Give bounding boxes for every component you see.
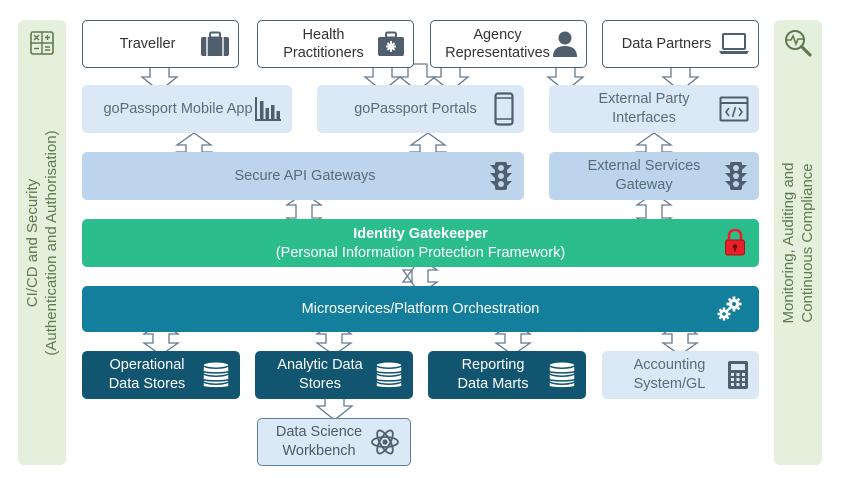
- bar-chart-icon: [255, 97, 281, 121]
- medical-kit-icon: [378, 31, 404, 56]
- external-services-gateway[interactable]: External Services Gateway: [549, 152, 759, 200]
- operational-data-stores[interactable]: Operational Data Stores: [82, 351, 240, 399]
- channel-mobile-app[interactable]: goPassport Mobile App: [82, 85, 292, 133]
- calculator-icon: [728, 361, 748, 389]
- database-icon: [375, 361, 403, 389]
- padlock-icon: [725, 228, 745, 256]
- reporting-data-marts[interactable]: Reporting Data Marts: [428, 351, 586, 399]
- identity-gatekeeper[interactable]: Identity Gatekeeper (Personal Informatio…: [82, 219, 759, 267]
- magnifier-pulse-icon: [785, 30, 812, 57]
- left-panel: CI/CD and Security (Authentication and A…: [18, 20, 66, 465]
- laptop-icon: [719, 33, 749, 54]
- smartphone-icon: [494, 92, 514, 126]
- health-label: Health Practitioners: [283, 27, 364, 61]
- accounting-system[interactable]: Accounting System/GL: [602, 351, 759, 399]
- agency-label: Agency Representatives: [445, 27, 550, 61]
- arrow-health-down-right: [398, 63, 437, 92]
- database-icon: [202, 361, 230, 389]
- traffic-light-icon: [725, 162, 747, 190]
- code-window-icon: [719, 96, 749, 122]
- user-data-partners[interactable]: Data Partners: [602, 20, 759, 68]
- right-panel: Monitoring, Auditing and Continuous Comp…: [774, 20, 822, 465]
- channel-portals[interactable]: goPassport Portals: [317, 85, 524, 133]
- analytic-data-stores[interactable]: Analytic Data Stores: [255, 351, 413, 399]
- data-science-workbench[interactable]: Data Science Workbench: [257, 418, 411, 466]
- user-health-practitioners[interactable]: Health Practitioners: [257, 20, 414, 68]
- arrow-gatekeeper-orchestration: [401, 257, 440, 295]
- traffic-light-icon: [490, 162, 512, 190]
- calculator-grid-icon: [30, 31, 54, 55]
- atom-icon: [371, 429, 399, 455]
- user-traveller[interactable]: Traveller: [82, 20, 239, 68]
- gears-icon: [717, 296, 742, 321]
- briefcase-icon: [201, 31, 229, 56]
- user-agency-representatives[interactable]: Agency Representatives: [430, 20, 587, 68]
- database-icon: [548, 361, 576, 389]
- platform-orchestration[interactable]: Microservices/Platform Orchestration: [82, 286, 759, 332]
- person-icon: [553, 31, 577, 57]
- arrow-analytic-workbench: [315, 396, 354, 421]
- secure-api-gateways[interactable]: Secure API Gateways: [82, 152, 524, 200]
- channel-external-interfaces[interactable]: External Party Interfaces: [549, 85, 759, 133]
